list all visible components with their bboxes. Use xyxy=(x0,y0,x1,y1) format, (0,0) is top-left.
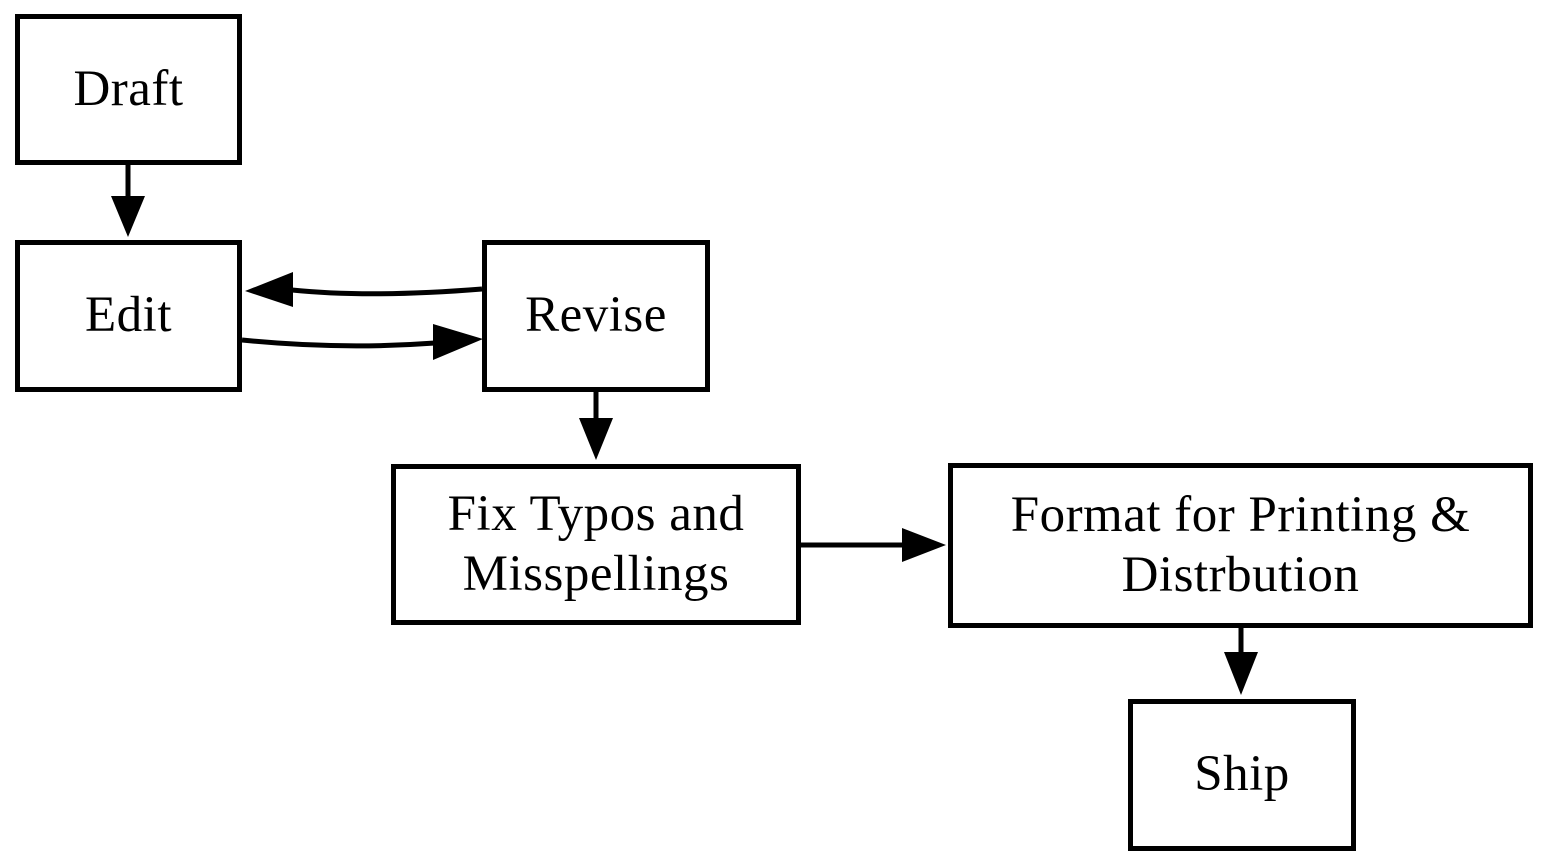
edge-revise-to-edit xyxy=(245,272,483,307)
edge-revise-to-fix-typos-arrowhead-icon xyxy=(579,418,613,460)
edge-draft-to-edit-arrowhead-icon xyxy=(111,196,145,237)
edge-edit-to-revise-arrowhead-icon xyxy=(433,324,483,360)
edge-revise-to-fix-typos xyxy=(579,392,613,460)
node-revise: Revise xyxy=(482,240,710,392)
edge-format-to-ship-arrowhead-icon xyxy=(1224,652,1258,695)
node-format-label-line-1: Format for Printing & xyxy=(1010,487,1471,544)
node-edit-label: Edit xyxy=(85,287,172,344)
node-fix-typos-label-line-1: Fix Typos and xyxy=(447,486,745,543)
node-ship-label: Ship xyxy=(1194,746,1290,803)
node-fix-typos-label-line-2: Misspellings xyxy=(462,545,730,602)
edge-edit-to-revise-line xyxy=(241,337,436,349)
edge-fix-typos-to-format xyxy=(801,528,946,562)
node-ship: Ship xyxy=(1128,699,1356,851)
node-fix-typos: Fix Typos and Misspellings xyxy=(391,464,801,625)
node-draft-label: Draft xyxy=(73,60,184,117)
node-format: Format for Printing & Distrbution xyxy=(948,463,1533,628)
edge-revise-to-edit-arrowhead-icon xyxy=(245,272,293,307)
edge-revise-to-edit-line xyxy=(291,286,483,297)
edge-fix-typos-to-format-arrowhead-icon xyxy=(902,528,946,562)
node-revise-label: Revise xyxy=(525,287,667,344)
edge-format-to-ship xyxy=(1224,627,1258,695)
edge-edit-to-revise xyxy=(241,324,483,360)
node-draft: Draft xyxy=(15,14,242,165)
node-format-label-line-2: Distrbution xyxy=(1121,546,1360,603)
node-edit: Edit xyxy=(15,240,242,392)
edge-draft-to-edit xyxy=(111,165,145,237)
